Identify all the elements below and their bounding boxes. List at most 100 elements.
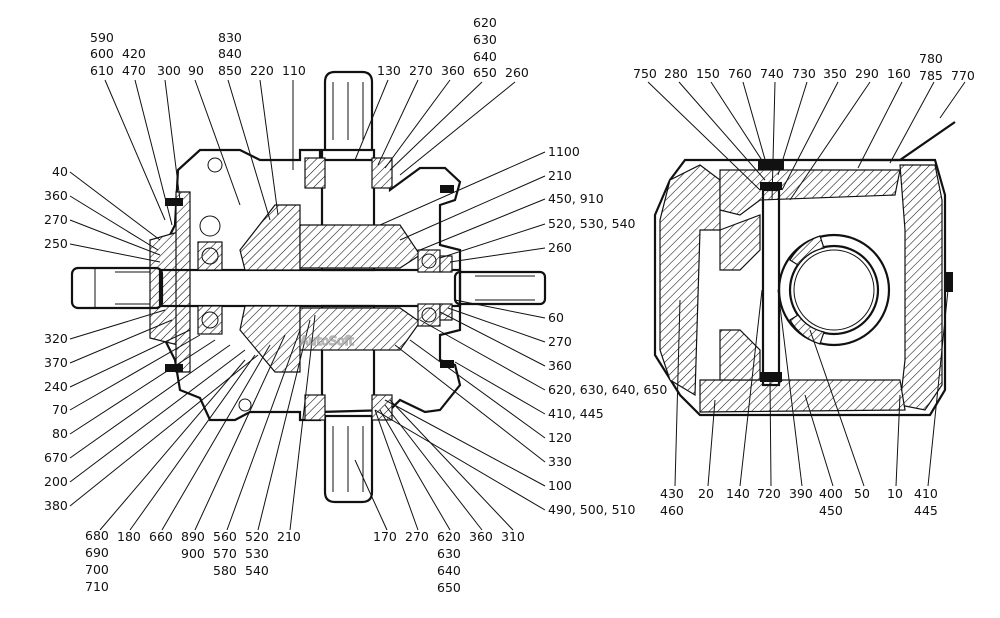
part-callout-label: 420: [122, 46, 146, 61]
part-callout-label: 650: [473, 65, 497, 80]
part-callout-label: 210: [548, 168, 572, 183]
part-callout-label: 600: [90, 46, 114, 61]
part-callout-label: 280: [664, 66, 688, 81]
part-callout-label: 445: [914, 503, 938, 518]
part-callout-label: 640: [437, 563, 461, 578]
part-callout-label: 260: [505, 65, 529, 80]
part-callout-label: 650: [437, 580, 461, 595]
part-callout-label: 785: [919, 68, 943, 83]
part-callout-label: 270: [44, 212, 68, 227]
part-callout-label: 620: [473, 15, 497, 30]
part-callout-label: 770: [951, 68, 975, 83]
part-callout-label: 890: [181, 529, 205, 544]
end-rib: [719, 214, 761, 271]
part-callout-label: 630: [437, 546, 461, 561]
part-callout-label: 70: [52, 402, 68, 417]
end-rib-lower: [719, 329, 761, 381]
end-housing-right-wall: [899, 164, 943, 411]
left-bearings: [197, 215, 223, 335]
part-callout-label: 60: [548, 310, 564, 325]
part-callout-label: 270: [548, 334, 572, 349]
part-callout-label: 390: [789, 486, 813, 501]
part-callout-label: 730: [792, 66, 816, 81]
part-callout-label: 140: [726, 486, 750, 501]
part-callout-label: 380: [44, 498, 68, 513]
vertical-pin: [761, 188, 781, 387]
part-callout-label: 720: [757, 486, 781, 501]
part-callout-label: 460: [660, 503, 684, 518]
part-callout-label: 520: [245, 529, 269, 544]
part-callout-label: 560: [213, 529, 237, 544]
part-callout-label: 670: [44, 450, 68, 465]
left-leader-lines: [69, 79, 546, 531]
part-callout-label: 620, 630, 640, 650: [548, 382, 667, 397]
end-housing-top: [719, 169, 901, 216]
part-callout-label: 180: [117, 529, 141, 544]
part-callout-label: 10: [887, 486, 903, 501]
part-callout-label: 170: [373, 529, 397, 544]
part-callout-label: 660: [149, 529, 173, 544]
part-callout-label: 20: [698, 486, 714, 501]
bevel-gear-left-lower: [239, 305, 301, 373]
vertical-shaft: [320, 148, 376, 272]
left-flange: [175, 191, 191, 373]
part-callout-label: 520, 530, 540: [548, 216, 636, 231]
part-callout-label: 680: [85, 528, 109, 543]
part-callout-label: 760: [728, 66, 752, 81]
part-callout-label: 100: [548, 478, 572, 493]
part-callout-label: 470: [122, 63, 146, 78]
right-bearing: [417, 249, 441, 273]
part-callout-label: 450, 910: [548, 191, 604, 206]
part-callout-label: 200: [44, 474, 68, 489]
part-callout-label: 50: [854, 486, 870, 501]
bevel-gear-left: [239, 204, 301, 271]
part-callout-label: 210: [277, 529, 301, 544]
vertical-shaft-lower: [320, 304, 376, 418]
part-callout-label: 40: [52, 164, 68, 179]
left-cover: [149, 231, 179, 346]
part-callout-label: 410: [914, 486, 938, 501]
part-callout-label: 350: [823, 66, 847, 81]
part-callout-label: 250: [44, 236, 68, 251]
part-callout-label: 490, 500, 510: [548, 502, 636, 517]
housing-outline: [158, 148, 462, 422]
part-callout-label: 710: [85, 579, 109, 594]
part-callout-label: 410, 445: [548, 406, 604, 421]
part-callout-label: 690: [85, 545, 109, 560]
part-callout-label: 620: [437, 529, 461, 544]
part-callout-label: 90: [188, 63, 204, 78]
part-callout-label: 360: [469, 529, 493, 544]
part-callout-label: 740: [760, 66, 784, 81]
part-callout-label: 1100: [548, 144, 580, 159]
part-callout-label: 310: [501, 529, 525, 544]
right-output-shaft: [453, 270, 547, 306]
part-callout-label: 160: [887, 66, 911, 81]
part-callout-label: 630: [473, 32, 497, 47]
right-leader-lines: [647, 81, 966, 487]
part-callout-label: 400: [819, 486, 843, 501]
part-callout-label: 430: [660, 486, 684, 501]
part-callout-label: 290: [855, 66, 879, 81]
part-callout-label: 330: [548, 454, 572, 469]
part-callout-label: 320: [44, 331, 68, 346]
end-view-drawing: [653, 121, 956, 417]
part-callout-label: 270: [409, 63, 433, 78]
lever-handle: [860, 121, 956, 162]
end-housing-bottom: [699, 379, 906, 413]
bevel-gear-top: [299, 224, 421, 269]
part-callout-label: 840: [218, 46, 242, 61]
part-callout-label: 900: [181, 546, 205, 561]
part-callout-label: 270: [405, 529, 429, 544]
part-callout-label: 830: [218, 30, 242, 45]
part-callout-label: 360: [548, 358, 572, 373]
part-callout-label: 450: [819, 503, 843, 518]
part-callout-label: 220: [250, 63, 274, 78]
part-callout-label: 750: [633, 66, 657, 81]
part-callout-label: 150: [696, 66, 720, 81]
part-callout-label: 570: [213, 546, 237, 561]
watermark: AutoSoft: [300, 333, 354, 348]
part-callout-label: 80: [52, 426, 68, 441]
